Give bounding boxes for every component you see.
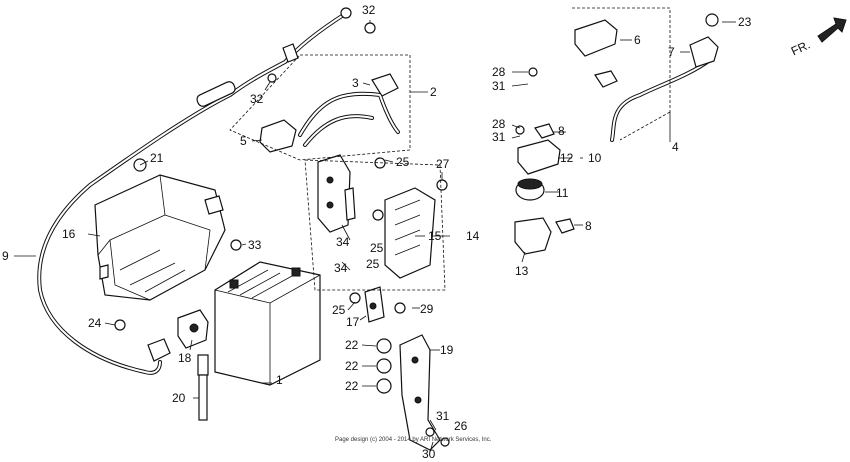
callout-34-a: 34: [336, 235, 350, 249]
cable-4: [574, 19, 719, 142]
callout-labels: 1 2 3 4 5 6 7 8 8 9 10 11 12 13 14 15 16…: [2, 3, 752, 461]
callout-27: 27: [436, 157, 450, 171]
callout-28-lower: 28: [492, 117, 506, 131]
callout-15: 15: [428, 229, 442, 243]
leader-lines: [14, 7, 736, 453]
battery-1: [214, 261, 321, 386]
callout-3: 3: [352, 76, 359, 90]
callout-9: 9: [2, 249, 9, 263]
callout-28-upper: 28: [492, 65, 506, 79]
callout-2: 2: [430, 85, 437, 99]
callout-34-b: 34: [334, 261, 348, 275]
callout-25-a: 25: [396, 155, 410, 169]
callout-1: 1: [276, 373, 283, 387]
callout-13: 13: [515, 264, 529, 278]
callout-17: 17: [346, 315, 360, 329]
callout-6: 6: [634, 33, 641, 47]
callout-10: 10: [588, 151, 602, 165]
callout-32-lower: 32: [250, 92, 264, 106]
rod-20: [197, 354, 209, 421]
front-direction-arrow: FR.: [789, 17, 847, 59]
callout-21: 21: [150, 151, 164, 165]
callout-20: 20: [172, 391, 186, 405]
fuse-panel-14: [317, 154, 436, 279]
callout-25-c: 25: [366, 257, 380, 271]
callout-18: 18: [178, 351, 192, 365]
starter-relay-group: [514, 123, 575, 255]
callout-4: 4: [672, 140, 679, 154]
callout-19: 19: [440, 343, 454, 357]
footer-copyright: Page design (c) 2004 - 2014 by ARI Netwo…: [335, 437, 492, 443]
callout-22-b: 22: [345, 359, 359, 373]
bracket-19: [376, 334, 441, 451]
callout-26: 26: [454, 419, 468, 433]
callout-16: 16: [62, 227, 76, 241]
callout-31-middle: 31: [492, 130, 506, 144]
callout-12: 12: [560, 151, 574, 165]
callout-31-lower: 31: [436, 409, 450, 423]
battery-box-16: [94, 174, 226, 301]
callout-7: 7: [668, 45, 675, 59]
callout-8-lower: 8: [585, 219, 592, 233]
cable-2: [259, 73, 400, 153]
callout-23: 23: [738, 15, 752, 29]
callout-32-upper: 32: [362, 3, 376, 17]
callout-11: 11: [556, 186, 569, 200]
bracket-17: [364, 286, 385, 323]
callout-31-upper: 31: [492, 79, 506, 93]
cable-9: [37, 7, 352, 375]
callout-22-a: 22: [345, 338, 359, 352]
callout-22-c: 22: [345, 379, 359, 393]
direction-label: FR.: [789, 38, 812, 59]
callout-24: 24: [88, 316, 102, 330]
fasteners: [114, 13, 719, 447]
callout-25-d: 25: [332, 303, 346, 317]
bracket-18: [177, 309, 209, 349]
callout-25-b: 25: [370, 241, 384, 255]
callout-5: 5: [240, 134, 247, 148]
callout-33: 33: [248, 238, 262, 252]
callout-8-upper: 8: [558, 124, 565, 138]
callout-29: 29: [420, 302, 434, 316]
callout-30: 30: [422, 447, 436, 461]
callout-14: 14: [466, 229, 480, 243]
